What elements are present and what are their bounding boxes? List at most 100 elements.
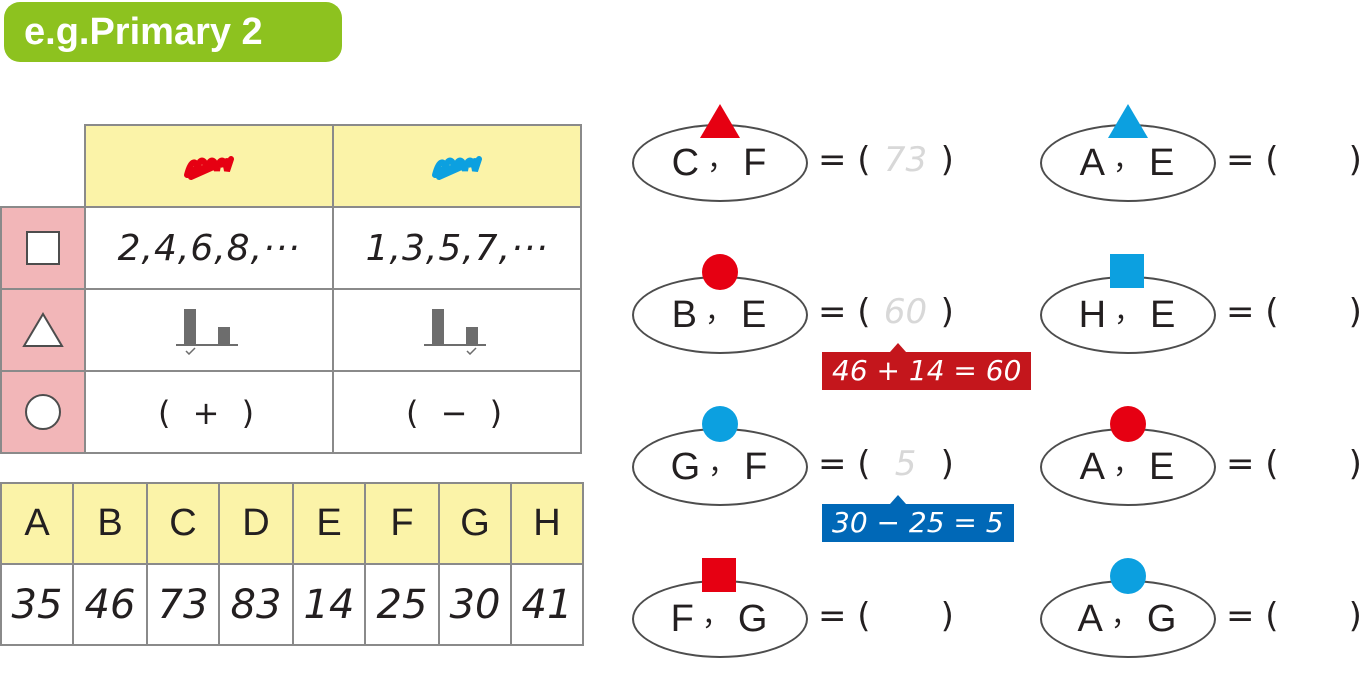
letter-cell-E: E [292, 482, 366, 565]
comma: ， [1112, 144, 1143, 175]
letter-b: F [743, 142, 769, 184]
close-paren: ) [1348, 292, 1362, 332]
equals-open: = ( [818, 444, 871, 484]
letter-pair-ellipse: B，E [632, 276, 808, 354]
letter-a: A [1077, 598, 1105, 640]
red-circle-icon [702, 254, 738, 290]
square-row-header [0, 206, 86, 290]
equals-open: = ( [1226, 444, 1279, 484]
letter-b: G [737, 598, 770, 640]
rule-table: 2,4,6,8,··· 1,3,5,7,··· ( [0, 124, 582, 454]
letter-a: G [670, 446, 703, 488]
problem-7: A，E = () [1040, 404, 1366, 524]
value-cell-H: 41 [510, 563, 584, 646]
letter-a: B [671, 294, 699, 336]
blue-triangle-icon [1108, 104, 1148, 138]
close-paren: ) [940, 596, 954, 636]
comma: ， [1110, 600, 1141, 631]
comma: ， [708, 448, 739, 479]
minus-operator-cell: ( − ) [332, 370, 582, 454]
value-cell-F: 25 [364, 563, 440, 646]
odd-sequence-cell: 1,3,5,7,··· [332, 206, 582, 290]
blue-square-icon [1110, 254, 1144, 288]
answer-equation: = () [818, 596, 954, 636]
equals-open: = ( [818, 140, 871, 180]
equals-open: = ( [818, 292, 871, 332]
equals-open: = ( [1226, 140, 1279, 180]
close-paren: ) [1348, 140, 1362, 180]
value-cell-A: 35 [0, 563, 74, 646]
comma: ， [1112, 448, 1143, 479]
answer-blank[interactable]: 73 [883, 140, 928, 180]
answer-equation: = () [1226, 444, 1362, 484]
comma: ， [1114, 296, 1145, 327]
letter-b: E [1150, 294, 1178, 336]
letter-b: E [1149, 446, 1177, 488]
letter-cell-F: F [364, 482, 440, 565]
close-paren: ) [1348, 596, 1362, 636]
value-cell-C: 73 [146, 563, 220, 646]
letter-a: C [671, 142, 702, 184]
comma: ， [701, 600, 732, 631]
letter-cell-D: D [218, 482, 294, 565]
letter-pair-ellipse: H，E [1040, 276, 1216, 354]
problem-2: B，E= (60) [632, 252, 992, 372]
close-paren: ) [940, 292, 954, 332]
close-paren: ) [1348, 444, 1362, 484]
circle-icon [25, 394, 61, 430]
letter-b: G [1146, 598, 1179, 640]
hint-box: 46 + 14 = 60 [822, 343, 1032, 390]
letter-a: A [1079, 142, 1107, 184]
answer-equation: = () [1226, 292, 1362, 332]
comma: ， [707, 144, 738, 175]
letter-a: H [1078, 294, 1109, 336]
equals-open: = ( [1226, 596, 1279, 636]
value-cell-D: 83 [218, 563, 294, 646]
letter-cell-G: G [438, 482, 512, 565]
value-cell-G: 30 [438, 563, 512, 646]
letter-b: E [741, 294, 769, 336]
answer-blank[interactable]: 5 [894, 444, 917, 484]
red-scribble-icon [184, 156, 234, 180]
letter-cell-A: A [0, 482, 74, 565]
answer-equation: = ( 73) [818, 140, 954, 180]
blue-circle-icon [1110, 558, 1146, 594]
answer-equation: = () [1226, 596, 1362, 636]
bar-large-small-icon [176, 309, 238, 355]
triangle-icon [22, 312, 64, 347]
problem-4: F，G= () [632, 556, 992, 676]
letter-pair-ellipse: F，G [632, 580, 808, 658]
even-sequence-cell: 2,4,6,8,··· [84, 206, 334, 290]
close-paren: ) [940, 140, 954, 180]
plus-operator-cell: ( + ) [84, 370, 334, 454]
letter-b: F [744, 446, 770, 488]
problem-1: C，F = ( 73) [632, 100, 992, 220]
letter-cell-H: H [510, 482, 584, 565]
comma: ， [704, 296, 735, 327]
blue-scribble-header [332, 124, 582, 208]
bar-large-small-cell [84, 288, 334, 372]
letter-a: F [670, 598, 696, 640]
answer-equation: = () [1226, 140, 1362, 180]
equals-open: = ( [818, 596, 871, 636]
close-paren: ) [940, 444, 954, 484]
problem-3: G，F = ( 5) [632, 404, 992, 524]
red-square-icon [702, 558, 736, 592]
letter-cell-B: B [72, 482, 148, 565]
red-triangle-icon [700, 104, 740, 138]
level-badge: e.g.Primary 2 [4, 2, 342, 62]
red-circle-icon [1110, 406, 1146, 442]
answer-equation: = ( 60) [818, 292, 954, 332]
bar-large-small-icon [424, 309, 486, 355]
circle-row-header [0, 370, 86, 454]
problem-5: A，E= () [1040, 100, 1366, 220]
value-cell-E: 14 [292, 563, 366, 646]
answer-blank[interactable]: 60 [883, 292, 928, 332]
blue-scribble-icon [432, 156, 482, 180]
letter-cell-C: C [146, 482, 220, 565]
answer-equation: = ( 5) [818, 444, 954, 484]
equals-open: = ( [1226, 292, 1279, 332]
letter-a: A [1079, 446, 1107, 488]
red-scribble-header [84, 124, 334, 208]
